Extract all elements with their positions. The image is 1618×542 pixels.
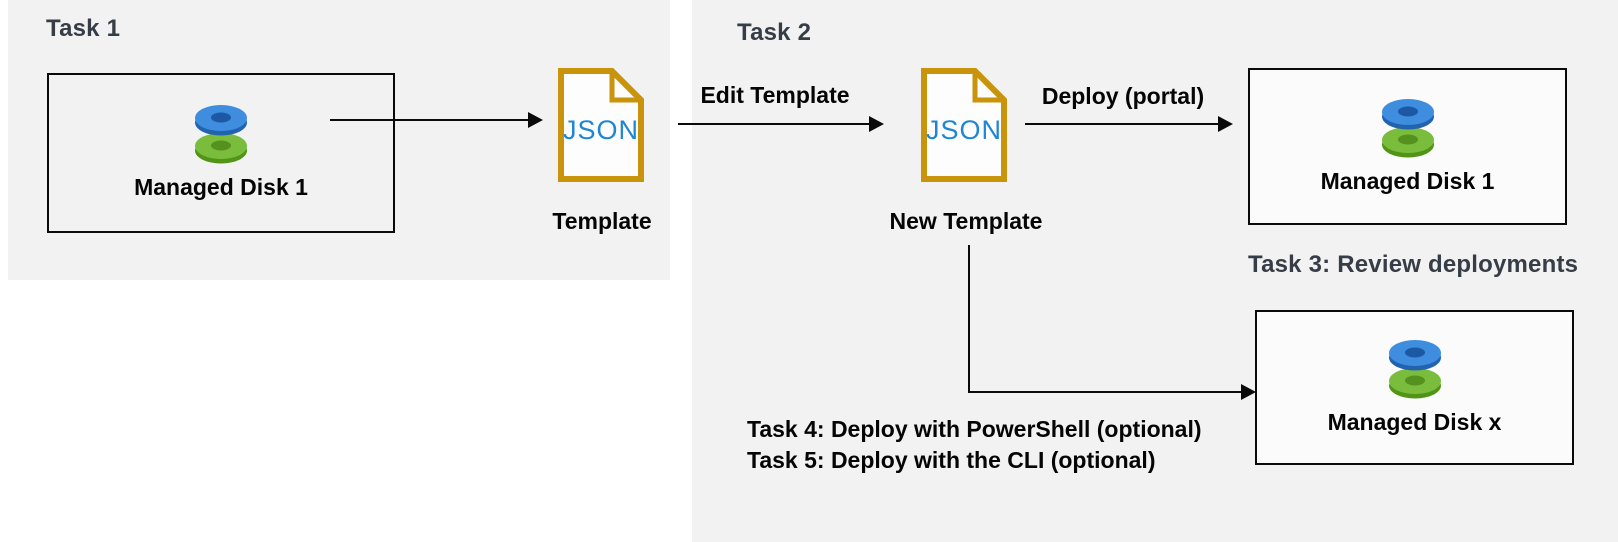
deploy-portal-arrow-label: Deploy (portal) [1041,83,1205,109]
managed-disk-icon [1381,98,1434,157]
managed-disk-1-source-label: Managed Disk 1 [134,174,308,200]
task3-heading: Task 3: Review deployments [1248,251,1579,278]
json-file-icon: JSON [921,68,1007,182]
new-template-caption: New Template [889,208,1043,234]
template-caption: Template [552,208,652,234]
managed-disk-1-source-box: Managed Disk 1 [47,73,395,233]
json-file-text: JSON [563,115,639,145]
managed-disk-1-deployed-box: Managed Disk 1 [1248,68,1567,225]
managed-disk-icon [195,105,247,164]
managed-disk-x-label: Managed Disk x [1327,408,1502,435]
json-file-fold [972,71,1004,103]
edit-template-arrow-label: Edit Template [700,82,850,108]
arrow-edit-template-head [869,116,884,132]
arrow-edit-template-line [678,123,870,125]
arrow-to-disk-x-vertical [968,245,970,393]
task4-line: Task 4: Deploy with PowerShell (optional… [747,416,1202,442]
arrow-disk-to-template-line [330,119,530,121]
managed-disk-icon [1388,339,1441,398]
task2-heading: Task 2 [737,19,812,46]
managed-disk-1-deployed-label: Managed Disk 1 [1320,167,1495,194]
json-file-icon: JSON [558,68,644,182]
task1-heading: Task 1 [46,15,121,42]
json-file-text: JSON [926,115,1002,145]
managed-disk-x-box: Managed Disk x [1255,310,1574,465]
arrow-to-disk-x-line [968,391,1242,393]
optional-tasks-text: Task 4: Deploy with PowerShell (optional… [747,414,1202,476]
task5-line: Task 5: Deploy with the CLI (optional) [747,447,1156,473]
arrow-to-disk-x-head [1241,384,1256,400]
arrow-deploy-portal-line [1025,123,1219,125]
arrow-deploy-portal-head [1218,116,1233,132]
json-file-fold [609,71,641,103]
arrow-disk-to-template-head [528,112,543,128]
